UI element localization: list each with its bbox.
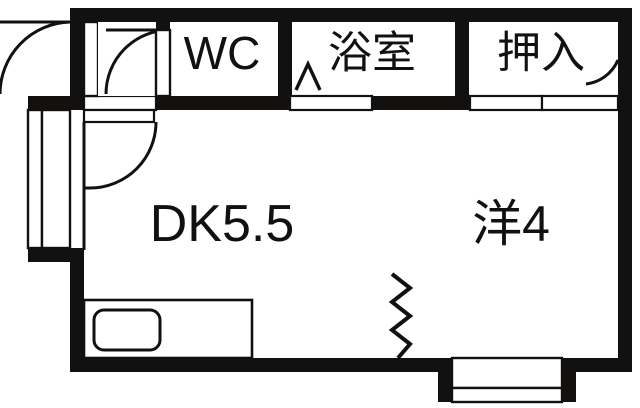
- wall-bottom-outer: [70, 358, 438, 372]
- sink-basin: [92, 308, 162, 352]
- wall-vert-wc-bath: [278, 22, 292, 96]
- window-left-pane: [40, 108, 72, 250]
- entrance-door-leaf: [82, 20, 100, 98]
- wall-vert-bath-closet: [455, 22, 469, 96]
- wall-bath-divider-h: [170, 96, 288, 110]
- wc-door-leaf: [154, 28, 172, 98]
- opening-group: [82, 94, 620, 124]
- attic-access-triangle-icon: [294, 59, 322, 91]
- window-left-frame: [26, 108, 44, 250]
- wall-entry-header: [70, 8, 178, 22]
- room-label-wc: WC: [184, 27, 261, 79]
- opening-bath-sill: [288, 94, 374, 112]
- wall-top-outer: [70, 8, 632, 22]
- opening-hall-sill: [82, 94, 158, 112]
- door-group: [0, 20, 620, 250]
- hall-door-swing: [84, 121, 158, 190]
- kitchen-unit: [82, 298, 254, 360]
- window-left: [26, 108, 72, 250]
- balcony-rail: [450, 386, 564, 404]
- wall-balcony-left: [438, 358, 452, 402]
- room-label-dk: DK5.5: [150, 195, 295, 253]
- zigzag-partition-icon: [388, 272, 414, 360]
- wall-left-bottom: [70, 248, 84, 372]
- wall-right-outer: [618, 8, 632, 360]
- entrance-door-swing: [0, 20, 71, 95]
- opening-hall-door-sill: [82, 108, 156, 124]
- balcony-deck: [450, 356, 564, 390]
- closet-door-swing: [585, 59, 620, 86]
- wall-balcony-right: [562, 358, 576, 402]
- wall-left-upper: [70, 8, 84, 96]
- room-label-bath: 浴室: [328, 29, 416, 78]
- opening-closet-sill-1: [468, 94, 544, 112]
- balcony: [450, 356, 564, 404]
- room-label-western-room: 洋4: [472, 196, 550, 252]
- opening-closet-sill-2: [540, 94, 620, 112]
- room-label-closet: 押入: [497, 29, 585, 78]
